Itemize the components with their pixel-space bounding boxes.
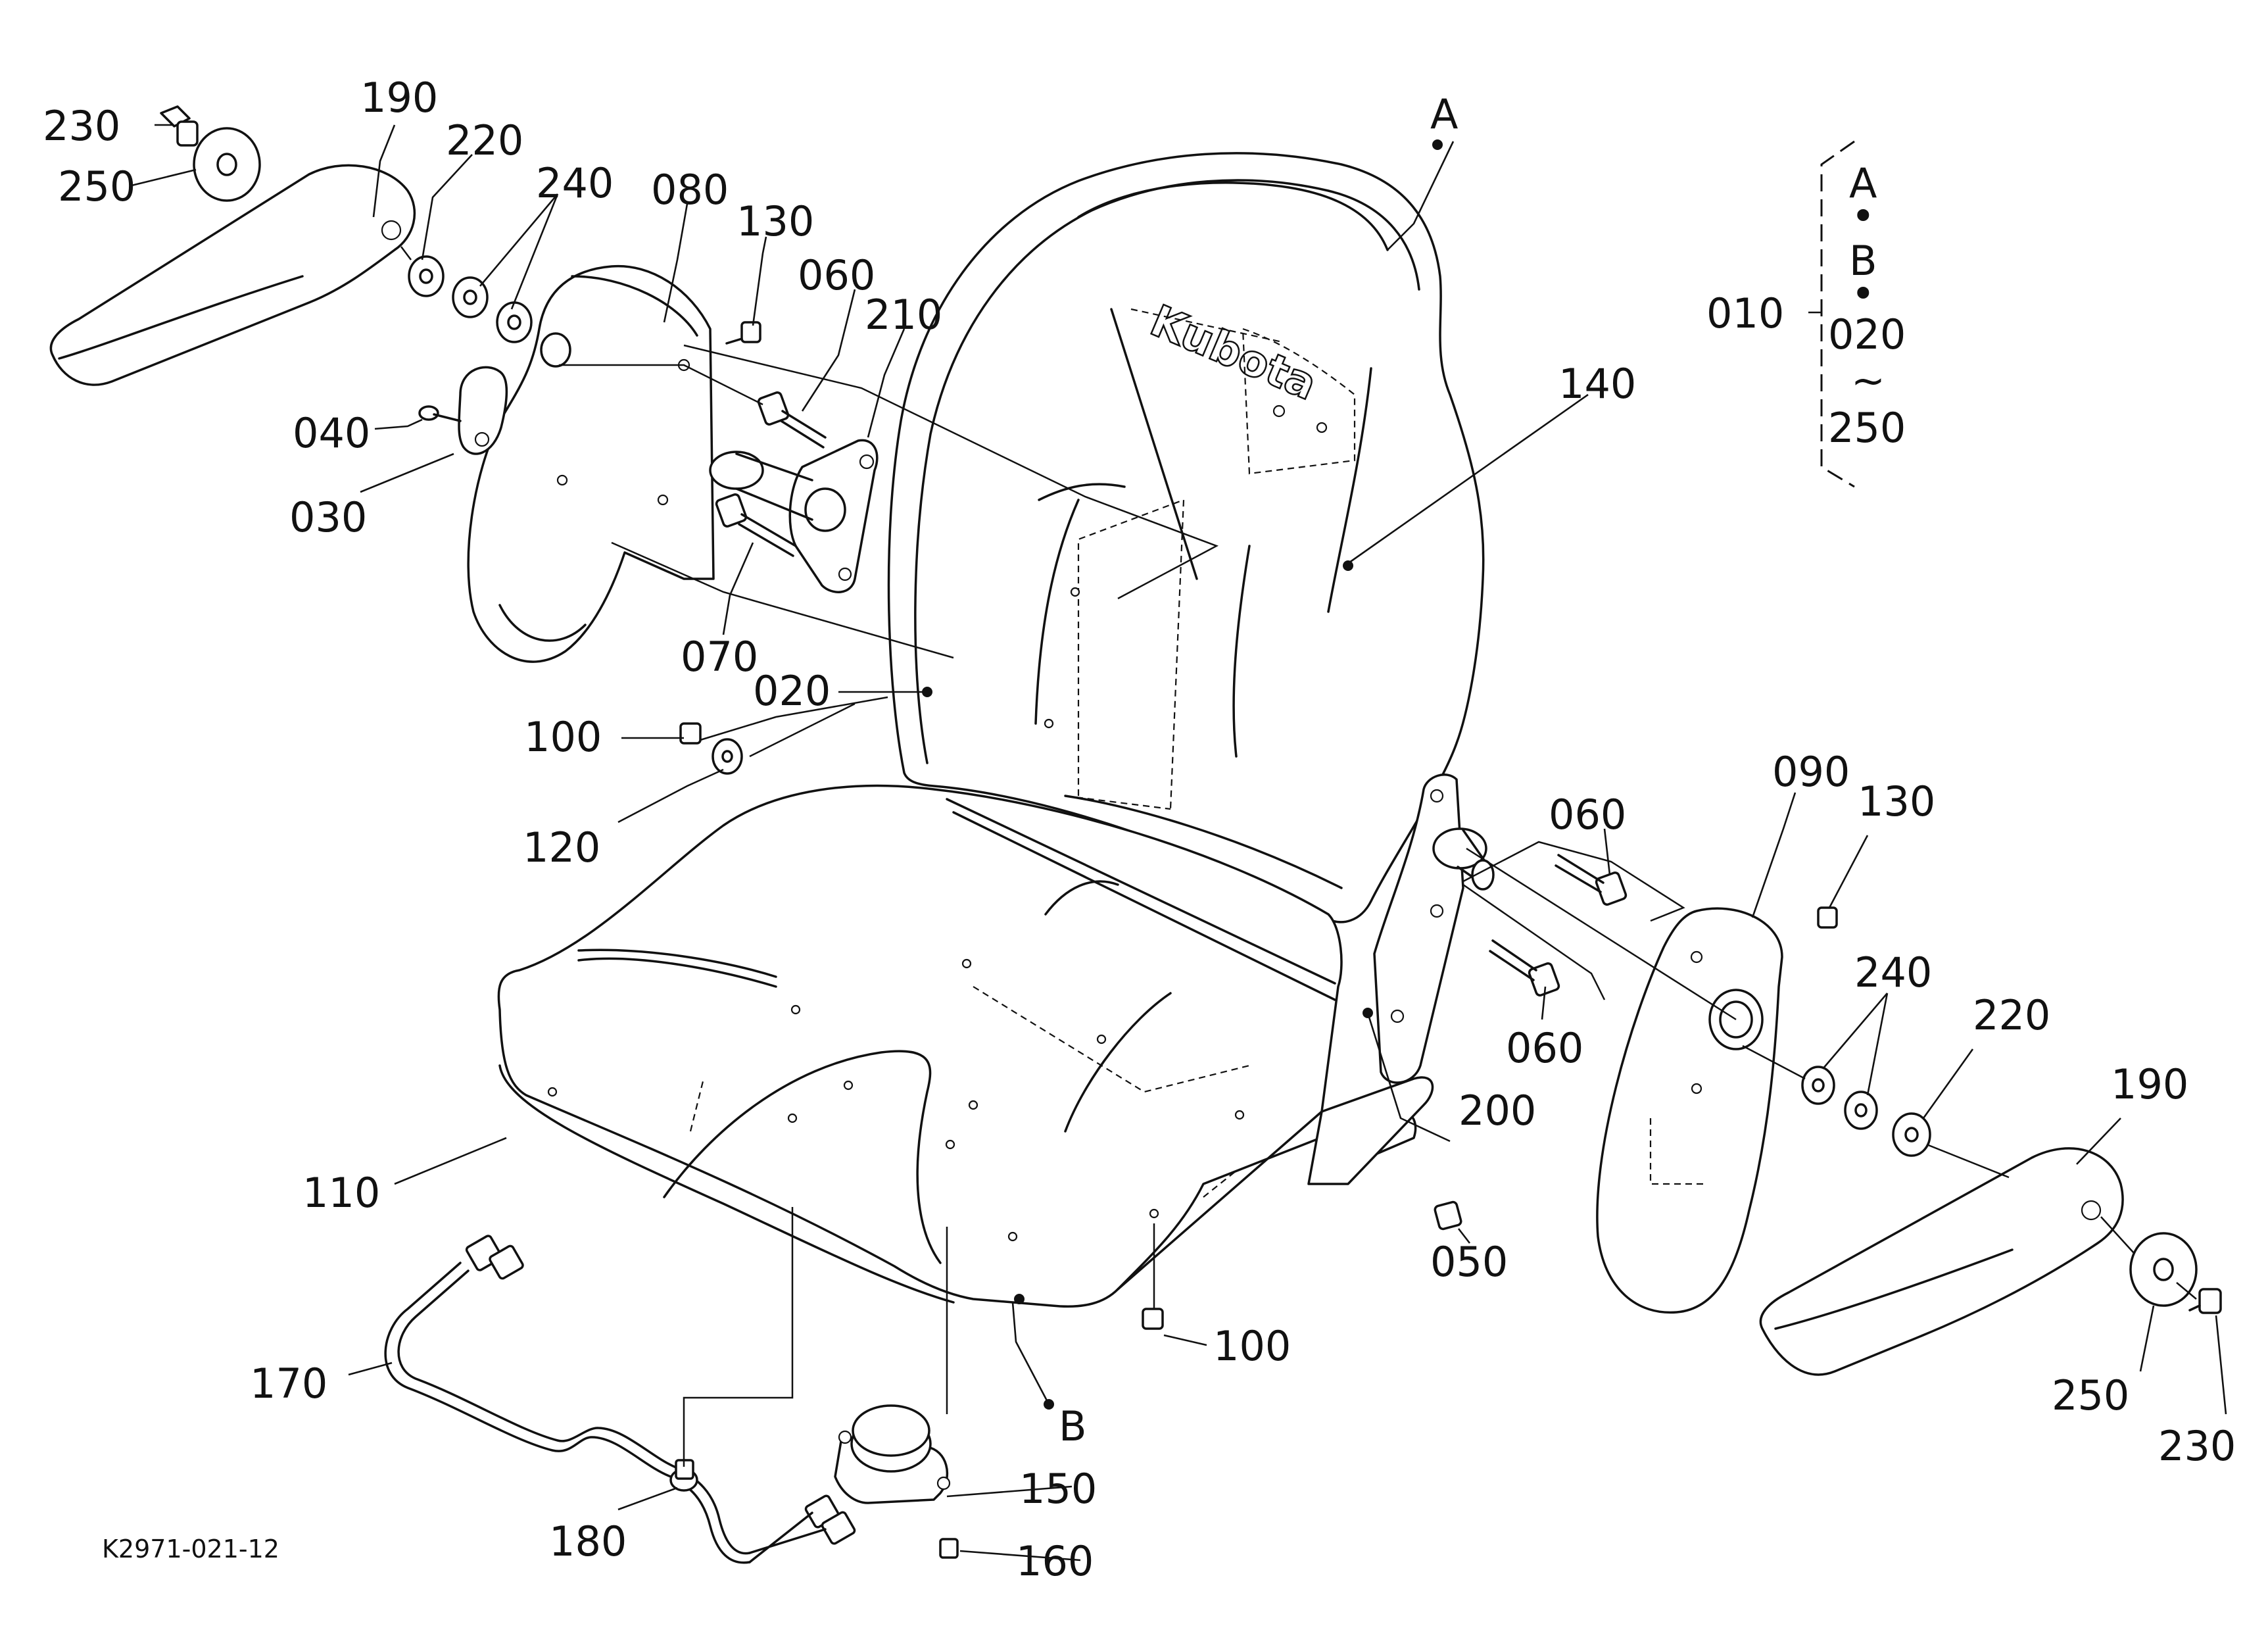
switch-150 xyxy=(834,1404,951,1504)
washer-250-right xyxy=(2129,1232,2198,1307)
callout-060-right-top: 060 xyxy=(1549,791,1626,839)
callout-060-top: 060 xyxy=(798,251,875,299)
callout-130-right: 130 xyxy=(1858,777,1935,825)
callout-110: 110 xyxy=(302,1169,380,1217)
bracket-090 xyxy=(1596,907,1783,1314)
hinge-200 xyxy=(1373,774,1495,1084)
callout-220-right: 220 xyxy=(1973,991,2050,1039)
clamp-180 xyxy=(669,1459,698,1492)
armrest-190-right xyxy=(1759,1147,2124,1376)
bolt-100-bottom xyxy=(1142,1308,1164,1330)
bolt-230-left xyxy=(160,105,199,147)
screw-040 xyxy=(418,405,462,422)
document-code: K2971-021-12 xyxy=(102,1535,279,1563)
pivot-plate-210 xyxy=(709,439,879,593)
callout-170: 170 xyxy=(250,1360,327,1408)
callout-020: 020 xyxy=(753,667,831,715)
callout-080: 080 xyxy=(651,166,729,214)
callout-150: 150 xyxy=(1019,1465,1097,1513)
callout-B: B xyxy=(1059,1402,1087,1450)
reference-dots xyxy=(922,139,1443,1410)
bolt-060-left xyxy=(757,391,827,449)
callout-220-left: 220 xyxy=(446,116,523,164)
assembly-code-010: 010 xyxy=(1706,289,1784,337)
callout-180: 180 xyxy=(549,1517,627,1565)
bolt-130-right xyxy=(1817,906,1838,929)
bolt-130-left xyxy=(725,321,761,345)
lever-030 xyxy=(458,366,508,455)
callout-240-right: 240 xyxy=(1854,948,1932,996)
backrest-140: Kubota xyxy=(887,152,1485,923)
callout-250-left: 250 xyxy=(58,162,135,210)
leader-lines xyxy=(131,124,2227,1561)
callout-240-left: 240 xyxy=(536,159,614,207)
callout-labels: 230 250 190 220 240 080 130 060 210 040 … xyxy=(43,74,2236,1585)
callout-160: 160 xyxy=(1016,1537,1094,1585)
washers-220-240-left xyxy=(408,255,533,343)
bolt-050 xyxy=(1434,1200,1462,1231)
callout-A: A xyxy=(1430,90,1458,138)
armrest-190-left xyxy=(49,164,416,386)
callout-200: 200 xyxy=(1459,1087,1536,1135)
assembly-range-start: 020 xyxy=(1828,310,1906,358)
assembly-member-A: A xyxy=(1849,159,1877,207)
callout-140: 140 xyxy=(1558,360,1636,408)
washers-240-220-right xyxy=(1801,1066,1931,1157)
harness-170 xyxy=(384,1235,856,1564)
callout-230-right: 230 xyxy=(2158,1422,2236,1470)
callout-050: 050 xyxy=(1430,1238,1508,1286)
assembly-range-symbol: ~ xyxy=(1851,356,1885,405)
callout-250-right: 250 xyxy=(2052,1371,2129,1419)
callout-190-right: 190 xyxy=(2111,1060,2188,1108)
callout-060-right-bottom: 060 xyxy=(1506,1024,1583,1072)
callout-100-left: 100 xyxy=(524,713,602,761)
bolt-230-right xyxy=(2188,1288,2222,1314)
callout-120: 120 xyxy=(523,823,600,872)
screw-160 xyxy=(939,1538,959,1559)
assembly-member-B: B xyxy=(1849,237,1877,285)
seat-base-bracket xyxy=(1307,1076,1434,1185)
assembly-separator-1: • xyxy=(1851,192,1875,240)
bolt-060-right-top xyxy=(1555,854,1628,906)
washer-250-left xyxy=(193,127,261,202)
callout-230-left: 230 xyxy=(43,102,120,150)
callout-070: 070 xyxy=(681,633,758,681)
callout-210: 210 xyxy=(865,291,942,339)
callout-190-left: 190 xyxy=(360,74,438,122)
callout-090: 090 xyxy=(1772,748,1850,796)
bolt-070 xyxy=(715,493,797,557)
callout-100-bottom: 100 xyxy=(1213,1322,1291,1370)
bolt-060-right-bottom xyxy=(1489,939,1560,996)
assembly-range-end: 250 xyxy=(1828,404,1906,452)
callout-040: 040 xyxy=(293,409,370,457)
bolt-100-washer-120-left xyxy=(679,722,743,775)
assembly-group-bracket: 010 A • B • 020 ~ 250 xyxy=(1706,140,1906,488)
assembly-separator-2: • xyxy=(1851,270,1875,318)
callout-130-left: 130 xyxy=(736,197,814,245)
cushion-110 xyxy=(497,784,1417,1308)
callout-030: 030 xyxy=(289,493,367,541)
